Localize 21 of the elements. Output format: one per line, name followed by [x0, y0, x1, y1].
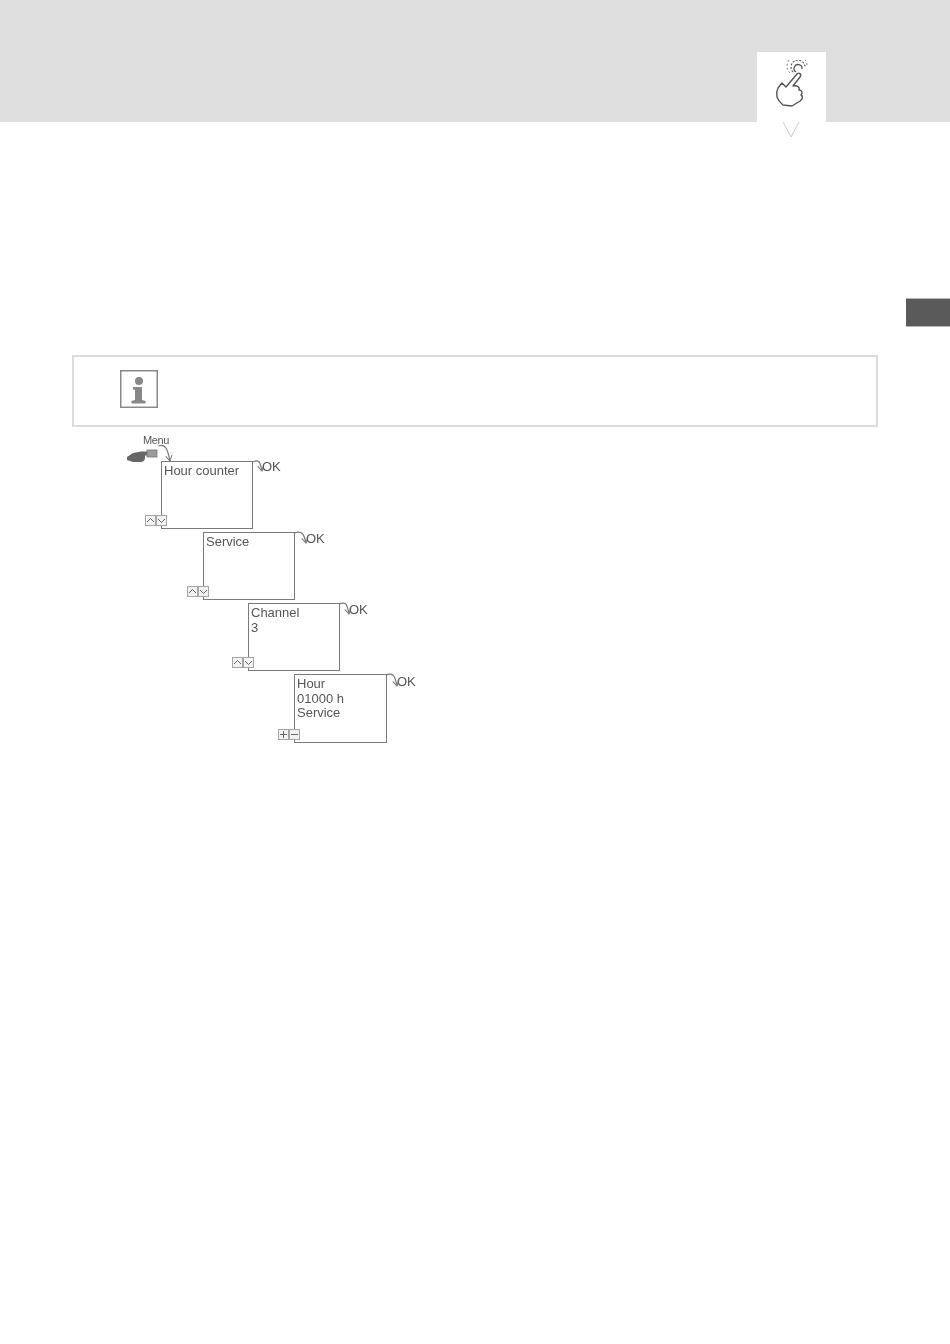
display-text: Channel [251, 606, 300, 621]
curved-arrow [157, 444, 173, 462]
display-text: Hour [297, 677, 326, 692]
display-screen [203, 532, 295, 600]
key-label: OK [349, 603, 368, 616]
display-text: Hour counter [164, 464, 240, 479]
display-text: Service [297, 706, 341, 721]
display-screen [294, 674, 387, 743]
curved-arrow [385, 673, 400, 687]
key-label: OK [262, 460, 281, 473]
curved-arrow [251, 460, 265, 472]
display-screen [248, 603, 340, 671]
display-text: 01000 h [297, 691, 344, 706]
curved-arrow [293, 531, 309, 544]
display-screen [161, 461, 253, 529]
key-label: Menu [143, 434, 169, 446]
key-label: OK [397, 675, 416, 688]
display-text: Service [206, 535, 250, 550]
curved-arrow [338, 602, 352, 615]
key-label: OK [306, 532, 325, 545]
display-text: 3 [251, 620, 259, 635]
